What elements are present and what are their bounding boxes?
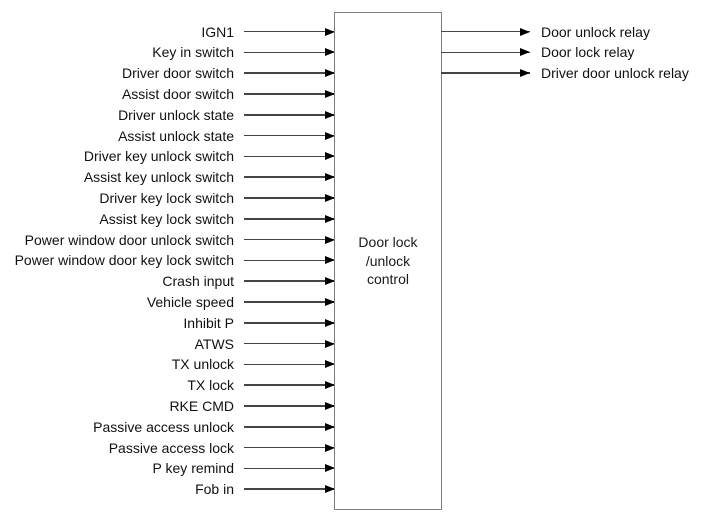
input-signal-row: Passive access unlock	[0, 416, 335, 437]
input-signal-row: Fob in	[0, 479, 335, 500]
input-signal-row: RKE CMD	[0, 396, 335, 417]
input-signal-label: ATWS	[194, 335, 234, 352]
input-signal-label: RKE CMD	[169, 398, 234, 415]
input-signal-label: Assist door switch	[121, 86, 234, 103]
input-signal-row: Driver unlock state	[0, 104, 335, 125]
input-arrow	[244, 259, 335, 262]
input-signal-row: Assist door switch	[0, 84, 335, 105]
input-signal-label: Fob in	[195, 481, 234, 498]
input-arrow	[244, 51, 335, 54]
input-arrow	[244, 155, 335, 158]
input-arrow	[244, 384, 335, 387]
input-signal-label: Key in switch	[152, 44, 234, 61]
input-arrow	[244, 280, 335, 283]
input-signal-row: Passive access lock	[0, 437, 335, 458]
input-signal-label: Power window door unlock switch	[24, 231, 234, 248]
input-arrow	[244, 488, 335, 491]
input-signal-label: Driver key unlock switch	[83, 148, 234, 165]
input-signal-row: Assist key lock switch	[0, 208, 335, 229]
input-signal-row: Assist key unlock switch	[0, 167, 335, 188]
output-arrow	[441, 72, 530, 75]
input-signal-label: Assist key unlock switch	[83, 169, 234, 186]
input-signal-row: TX unlock	[0, 354, 335, 375]
input-signal-row: Power window door unlock switch	[0, 229, 335, 250]
input-arrow	[244, 426, 335, 428]
input-signal-row: Assist unlock state	[0, 125, 335, 146]
input-signal-label: IGN1	[201, 23, 234, 40]
input-arrow	[244, 238, 335, 241]
input-signal-label: TX unlock	[171, 356, 234, 373]
input-signal-row: TX lock	[0, 375, 335, 396]
input-signal-label: Assist key lock switch	[99, 210, 234, 227]
input-arrow	[244, 114, 335, 116]
input-signal-row: Inhibit P	[0, 312, 335, 333]
output-signal-row: Door lock relay	[441, 42, 689, 63]
input-arrow	[244, 72, 335, 75]
input-signal-row: Driver key unlock switch	[0, 146, 335, 167]
input-arrow	[244, 467, 335, 470]
output-signal-label: Door lock relay	[541, 44, 635, 61]
input-signal-label: Passive access lock	[108, 439, 234, 456]
input-signal-label: Inhibit P	[183, 314, 234, 331]
input-signal-label: Passive access unlock	[93, 418, 234, 435]
output-signal-label: Driver door unlock relay	[541, 65, 689, 82]
input-signal-label: Driver key lock switch	[99, 190, 234, 207]
input-signal-label: Crash input	[162, 273, 234, 290]
input-signal-row: Driver key lock switch	[0, 188, 335, 209]
input-signal-row: Crash input	[0, 271, 335, 292]
input-arrow	[244, 301, 335, 303]
input-signal-label: Driver door switch	[121, 65, 234, 82]
input-arrow	[244, 93, 335, 95]
input-signal-row: Power window door key lock switch	[0, 250, 335, 271]
input-signal-label: Driver unlock state	[118, 106, 234, 123]
input-signal-label: Power window door key lock switch	[14, 252, 234, 269]
output-signal-label: Door unlock relay	[541, 23, 650, 40]
input-signal-label: P key remind	[152, 460, 234, 477]
input-signal-row: P key remind	[0, 458, 335, 479]
output-arrow	[441, 51, 530, 54]
input-arrow	[244, 197, 335, 199]
input-arrow	[244, 134, 335, 137]
input-signal-label: Assist unlock state	[118, 127, 234, 144]
input-signal-row: Key in switch	[0, 42, 335, 63]
input-signal-row: ATWS	[0, 333, 335, 354]
input-arrow	[244, 218, 335, 220]
input-arrow	[244, 446, 335, 449]
output-signal-row: Door unlock relay	[441, 21, 689, 42]
input-signal-row: Driver door switch	[0, 63, 335, 84]
input-signal-row: Vehicle speed	[0, 292, 335, 313]
control-block-label: Door lock /unlock control	[358, 234, 418, 288]
input-arrow	[244, 363, 335, 366]
input-arrow	[244, 30, 335, 33]
control-block: Door lock /unlock control	[334, 12, 442, 510]
input-signal-label: TX lock	[187, 377, 234, 394]
output-signal-row: Driver door unlock relay	[441, 63, 689, 84]
input-signal-row: IGN1	[0, 21, 335, 42]
output-arrow	[441, 30, 530, 33]
input-arrow	[244, 405, 335, 407]
input-signal-label: Vehicle speed	[146, 294, 234, 311]
input-arrow	[244, 342, 335, 345]
input-arrow	[244, 176, 335, 179]
input-arrow	[244, 322, 335, 324]
